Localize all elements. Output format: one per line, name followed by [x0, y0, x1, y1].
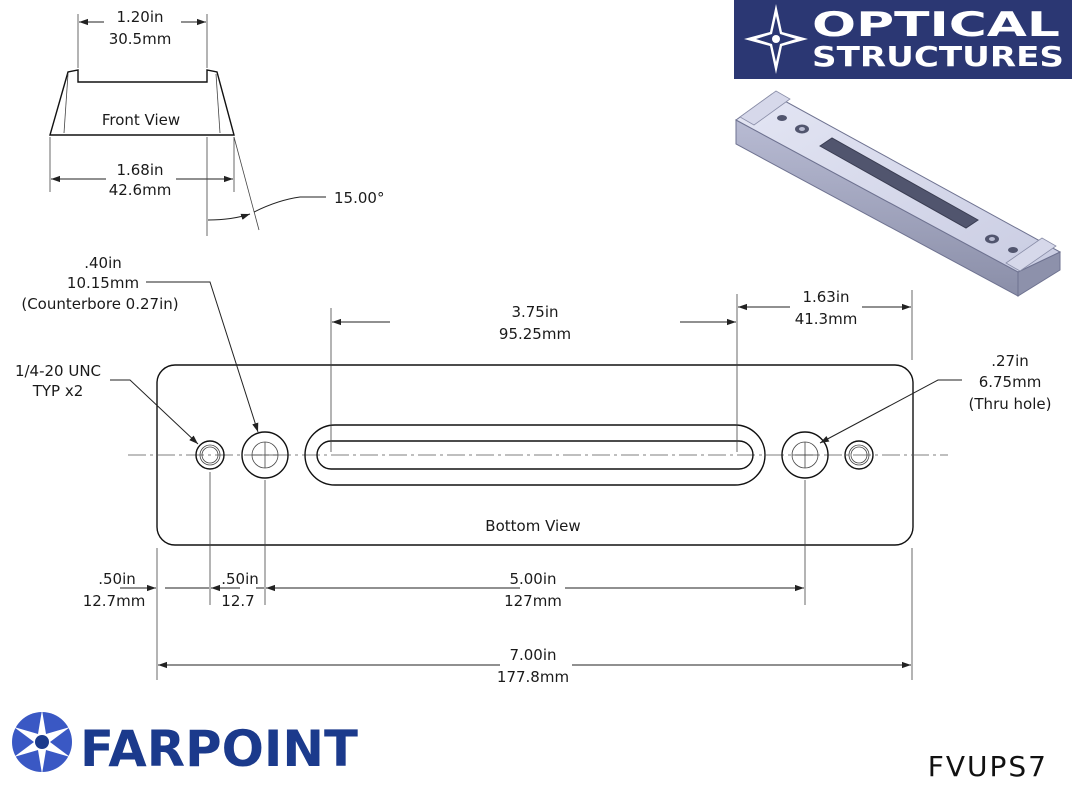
- front-view: Front View 1.20in 30.5mm 1.68in 42.6mm 1…: [49, 8, 384, 236]
- dim-top-width-in: 1.20in: [116, 8, 163, 26]
- thru-hole-dim-in: .27in: [991, 352, 1029, 370]
- dim-base-width-mm: 42.6mm: [109, 181, 172, 199]
- front-view-profile: [49, 69, 235, 136]
- hole-pitch-dim-in: .50in: [221, 570, 259, 588]
- edge-offset-dim-mm: 12.7mm: [83, 592, 146, 610]
- bottom-view: Bottom View .40in 10.15mm (Counterbore 0…: [15, 254, 1052, 686]
- sunburst-icon: [12, 710, 72, 774]
- overall-length-dim-in: 7.00in: [509, 646, 556, 664]
- farpoint-logo-text: FARPOINT: [80, 720, 358, 778]
- front-view-label: Front View: [102, 111, 180, 129]
- counterbore-dim-mm: 10.15mm: [67, 274, 139, 292]
- counterbore-note: (Counterbore 0.27in): [21, 295, 178, 313]
- tapped-hole-dim-line1: 1/4-20 UNC: [15, 362, 101, 380]
- tapped-hole-right: [844, 440, 874, 470]
- bottom-view-label: Bottom View: [485, 517, 580, 535]
- farpoint-logo: FARPOINT: [12, 710, 358, 778]
- counterbore-hole: [241, 431, 289, 479]
- tapped-hole-left: [195, 440, 225, 470]
- rail-3d-render: [735, 90, 1062, 297]
- tapped-hole-dim-line2: TYP x2: [32, 382, 84, 400]
- overall-length-dim-mm: 177.8mm: [497, 668, 569, 686]
- thru-hole-note: (Thru hole): [969, 395, 1052, 413]
- thru-hole: [781, 431, 829, 479]
- slot-outer: [304, 424, 766, 486]
- edge-offset-dim-in: .50in: [98, 570, 136, 588]
- slot-length-dim-in: 3.75in: [511, 303, 558, 321]
- optical-logo-line1: OPTICAL: [812, 5, 1060, 45]
- slot-inner: [316, 440, 754, 470]
- optical-structures-logo: OPTICAL STRUCTURES: [734, 0, 1072, 79]
- star-icon: [744, 4, 808, 74]
- end-offset-dim-mm: 41.3mm: [795, 310, 858, 328]
- hole-span-dim-in: 5.00in: [509, 570, 556, 588]
- dim-base-width-in: 1.68in: [116, 161, 163, 179]
- hole-pitch-dim-mm: 12.7: [221, 592, 254, 610]
- optical-logo-line2: STRUCTURES: [812, 40, 1064, 73]
- hole-span-dim-mm: 127mm: [504, 592, 562, 610]
- end-offset-dim-in: 1.63in: [802, 288, 849, 306]
- slot-length-dim-mm: 95.25mm: [499, 325, 571, 343]
- part-number: FVUPS7: [928, 750, 1048, 783]
- dim-top-width-mm: 30.5mm: [109, 30, 172, 48]
- counterbore-dim-in: .40in: [84, 254, 122, 272]
- thru-hole-dim-mm: 6.75mm: [979, 373, 1042, 391]
- dim-angle: 15.00°: [334, 189, 384, 207]
